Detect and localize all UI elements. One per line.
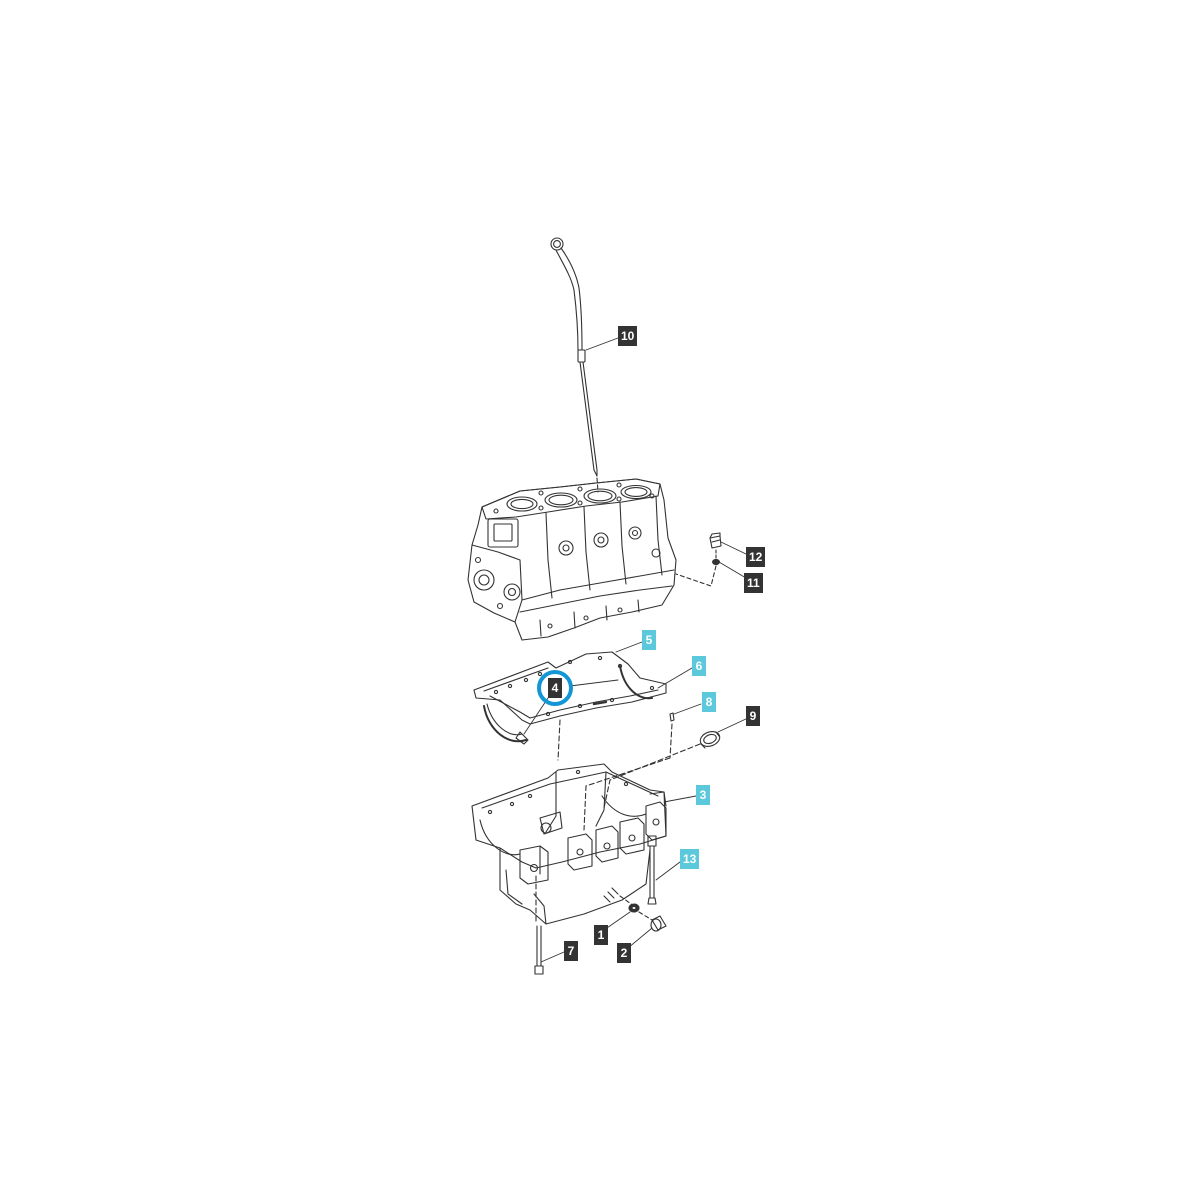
pan-gasket (473, 651, 667, 745)
callout-7[interactable]: 7 (564, 941, 578, 961)
callout-5[interactable]: 5 (642, 630, 656, 650)
callout-13[interactable]: 13 (680, 849, 700, 869)
callout-3[interactable]: 3 (696, 785, 710, 805)
callout-11[interactable]: 11 (744, 573, 763, 593)
callout-8[interactable]: 8 (702, 692, 716, 712)
callout-1[interactable]: 1 (594, 925, 608, 945)
leader-lines (523, 337, 749, 963)
drain-parts (619, 895, 667, 932)
callout-9[interactable]: 9 (746, 706, 760, 726)
long-bolt-part (647, 835, 657, 905)
callout-6[interactable]: 6 (692, 656, 706, 676)
dowel-and-ring (557, 712, 721, 831)
callout-12[interactable]: 12 (746, 547, 766, 567)
callout-4[interactable]: 4 (548, 678, 562, 698)
dipstick-part (550, 237, 599, 493)
callout-2[interactable]: 2 (617, 943, 631, 963)
engine-block (467, 478, 677, 641)
callout-10[interactable]: 10 (618, 326, 638, 346)
plug-and-washer (675, 532, 722, 587)
oil-pan (471, 763, 667, 925)
pan-bolt-part (534, 875, 544, 975)
